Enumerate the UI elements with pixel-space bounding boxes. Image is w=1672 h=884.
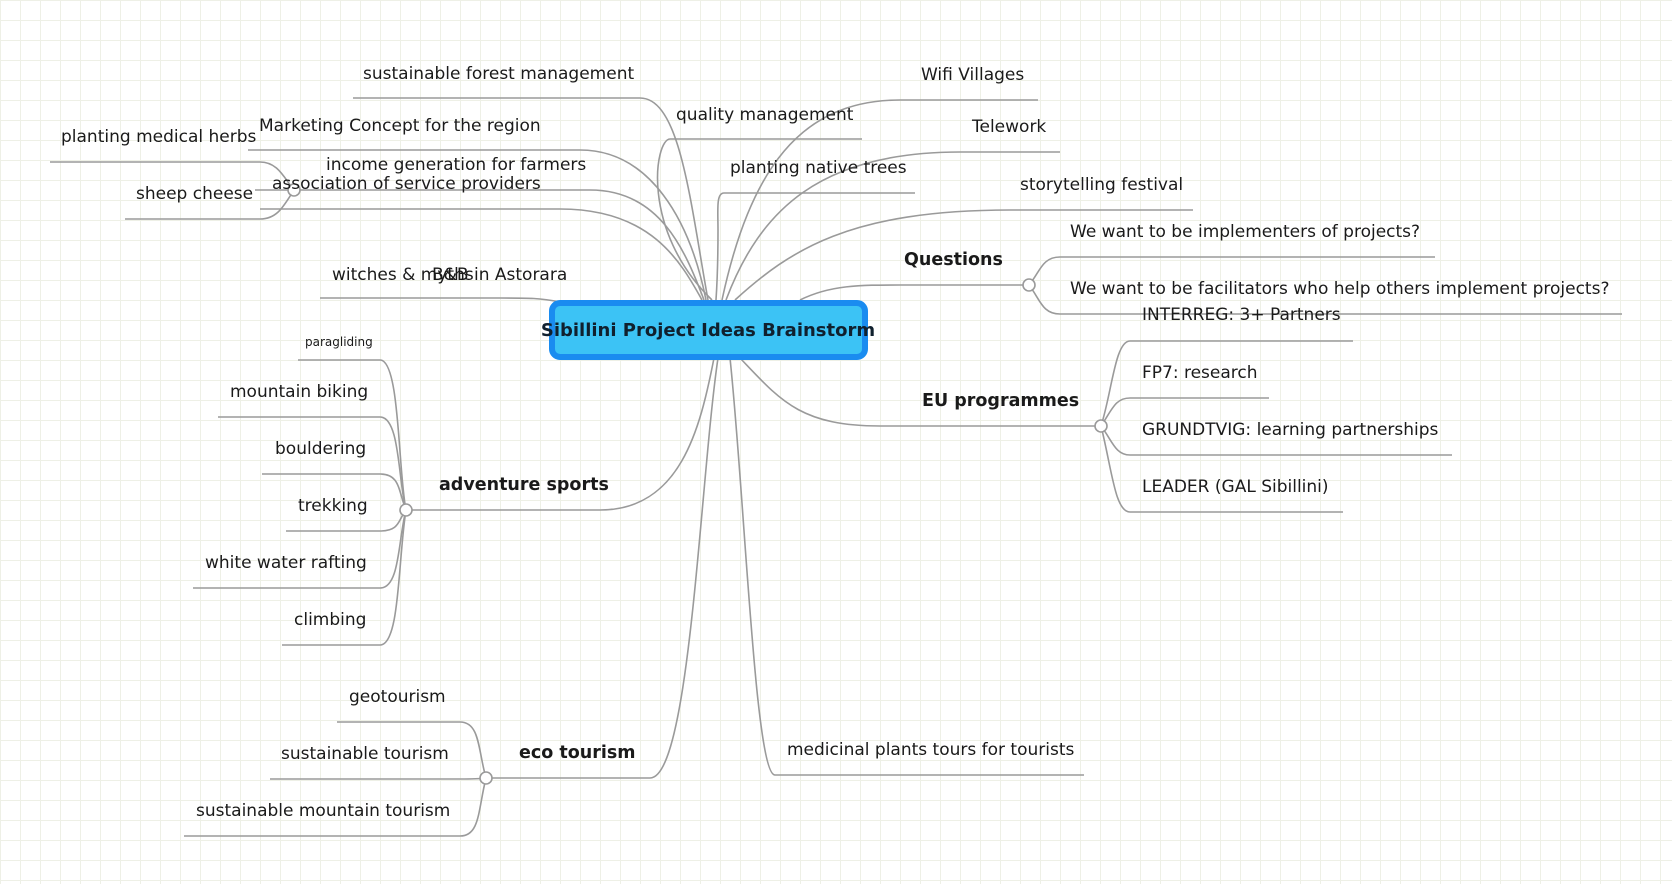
- eu-interreg[interactable]: INTERREG: 3+ Partners: [1142, 305, 1341, 325]
- topic-medicinal-plants-tours[interactable]: medicinal plants tours for tourists: [787, 740, 1074, 760]
- topic-planting-native-trees[interactable]: planting native trees: [730, 158, 907, 178]
- eco-geotourism[interactable]: geotourism: [349, 687, 446, 707]
- eu-fp7[interactable]: FP7: research: [1142, 363, 1258, 383]
- connector-wifi-villages: [721, 99, 1038, 301]
- connector-et-sustainable-mountain-tourism: [184, 777, 487, 837]
- eco-tourism-junction-knob[interactable]: [479, 771, 493, 785]
- eco-sustainable-tourism[interactable]: sustainable tourism: [281, 744, 449, 764]
- topic-storytelling-festival[interactable]: storytelling festival: [1020, 175, 1183, 195]
- sport-trekking[interactable]: trekking: [298, 496, 368, 516]
- central-topic-label[interactable]: Sibillini Project Ideas Brainstorm: [541, 320, 875, 341]
- topic-income-generation[interactable]: income generation for farmers: [326, 155, 586, 175]
- connector-as-white-water-rafting: [193, 509, 407, 589]
- connector-eu-leader: [1100, 425, 1343, 513]
- topic-bnb-in-astorara[interactable]: B&B in Astorara: [432, 265, 567, 285]
- central-topic-box[interactable]: [549, 300, 868, 360]
- topic-association-service-providers[interactable]: association of service providers: [272, 174, 541, 194]
- eu-leader[interactable]: LEADER (GAL Sibillini): [1142, 477, 1329, 497]
- connector-storytelling-festival: [734, 209, 1193, 301]
- adventure-sports-junction-knob[interactable]: [399, 503, 413, 517]
- topic-adventure-sports[interactable]: adventure sports: [439, 475, 609, 495]
- topic-eco-tourism[interactable]: eco tourism: [519, 743, 635, 763]
- connector-quality-management: [656, 138, 862, 301]
- sport-mountain-biking[interactable]: mountain biking: [230, 382, 368, 402]
- connector-adventure-sports: [406, 357, 715, 511]
- connector-income-generation: [255, 189, 705, 301]
- topic-sustainable-forest-management[interactable]: sustainable forest management: [363, 64, 634, 84]
- connector-questions: [799, 284, 1029, 301]
- topic-telework[interactable]: Telework: [971, 117, 1046, 137]
- connector-et-sustainable-tourism: [270, 777, 487, 780]
- questions-junction-knob[interactable]: [1022, 278, 1036, 292]
- sport-paragliding[interactable]: paragliding: [305, 335, 373, 349]
- topic-witches-and-myths[interactable]: witches & myths: [332, 265, 474, 285]
- topic-wifi-villages[interactable]: Wifi Villages: [921, 65, 1024, 85]
- eco-sustainable-mountain-tourism[interactable]: sustainable mountain tourism: [196, 801, 450, 821]
- eu-grundtvig[interactable]: GRUNDTVIG: learning partnerships: [1142, 420, 1439, 440]
- connector-marketing-concept: [248, 149, 707, 301]
- topic-marketing-concept[interactable]: Marketing Concept for the region: [259, 116, 541, 136]
- connector-association-service-providers: [260, 208, 703, 301]
- connector-et-geotourism: [337, 721, 487, 779]
- sport-climbing[interactable]: climbing: [294, 610, 366, 630]
- central-topic[interactable]: Sibillini Project Ideas Brainstorm: [541, 300, 875, 360]
- subtopic-planting-medical-herbs[interactable]: planting medical herbs: [61, 127, 257, 147]
- connector-as-mountain-biking: [218, 416, 407, 511]
- sport-white-water-rafting[interactable]: white water rafting: [205, 553, 367, 573]
- connector-medicinal-plants: [729, 357, 1084, 776]
- connector-lines: [50, 97, 1622, 837]
- subtopic-sheep-cheese[interactable]: sheep cheese: [136, 184, 253, 204]
- connector-telework: [725, 151, 1060, 301]
- sport-bouldering[interactable]: bouldering: [275, 439, 366, 459]
- connector-witches-bnb: [320, 297, 561, 303]
- connector-eu-programmes: [739, 357, 1101, 427]
- eu-programmes-junction-knob[interactable]: [1094, 419, 1108, 433]
- question-implementers[interactable]: We want to be implementers of projects?: [1070, 222, 1420, 242]
- connector-sustainable-forest-management: [353, 97, 709, 301]
- connector-as-climbing: [282, 509, 407, 646]
- question-facilitators[interactable]: We want to be facilitators who help othe…: [1070, 279, 1609, 299]
- topic-quality-management[interactable]: quality management: [676, 105, 854, 125]
- topic-eu-programmes[interactable]: EU programmes: [922, 391, 1079, 411]
- farmers-junction-knob[interactable]: [287, 183, 301, 197]
- connector-eu-interreg: [1100, 340, 1353, 427]
- topic-questions[interactable]: Questions: [904, 250, 1003, 270]
- connector-eco-tourism: [486, 357, 719, 779]
- connector-planting-native-trees: [715, 192, 915, 301]
